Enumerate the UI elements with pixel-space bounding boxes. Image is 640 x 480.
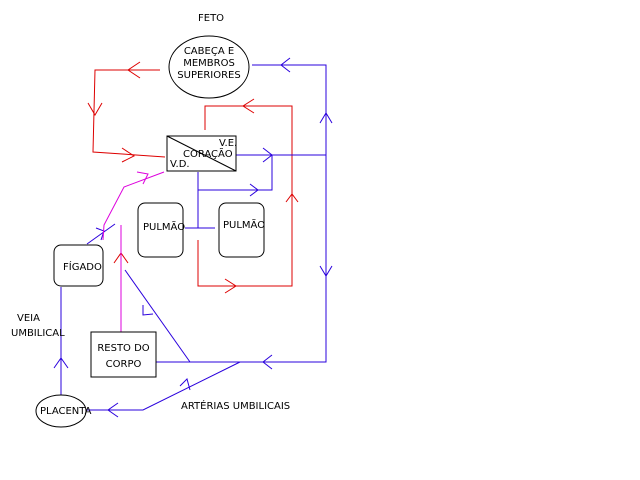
lung-right-node bbox=[218, 202, 265, 258]
diagram-title: FETO bbox=[198, 13, 225, 24]
head-label-line-3: SUPERIORES bbox=[177, 70, 241, 81]
placenta-label: PLACENTA bbox=[40, 406, 92, 417]
red-paths bbox=[92, 69, 293, 332]
blue-head-to-body bbox=[155, 64, 327, 363]
red-arrow-right-up bbox=[285, 193, 299, 203]
head-node bbox=[168, 35, 250, 99]
blue-paths bbox=[60, 64, 327, 411]
blue-arrow-placenta bbox=[107, 402, 119, 418]
body-label-line-2: CORPO bbox=[105, 359, 142, 370]
blue-arrow-right-down bbox=[319, 265, 333, 277]
blue-arrows bbox=[53, 57, 333, 418]
vein-label: VEIA UMBILICAL bbox=[11, 313, 65, 340]
blue-arrow-diagonal bbox=[142, 305, 154, 316]
placenta-node bbox=[35, 394, 87, 428]
red-arrows bbox=[87, 61, 299, 294]
red-arrow-head bbox=[127, 61, 141, 79]
liver-node bbox=[53, 244, 104, 287]
magenta-arrow bbox=[136, 171, 149, 185]
blue-liver-up bbox=[86, 223, 116, 245]
red-arrow-top bbox=[242, 98, 255, 114]
body-label-line-1: RESTO DO bbox=[97, 343, 150, 354]
vein-label-line-2: UMBILICAL bbox=[11, 328, 65, 339]
heart-label: CORAÇÃO bbox=[183, 149, 233, 160]
blue-arrow-arteries bbox=[179, 378, 191, 391]
liver-label: FÍGADO bbox=[63, 262, 102, 273]
magenta-paths bbox=[102, 171, 165, 332]
heart-right-ventricle-label: V.D. bbox=[170, 159, 190, 170]
nodes bbox=[35, 35, 265, 428]
lung-left-node bbox=[137, 202, 184, 258]
blue-arrow-vein bbox=[53, 357, 69, 369]
blue-arrow-heart-out bbox=[262, 147, 273, 163]
lung-left-label: PULMÃO bbox=[143, 222, 186, 233]
head-label: CABEÇA E MEMBROS SUPERIORES bbox=[169, 46, 249, 82]
heart-left-ventricle-label: V.E. bbox=[219, 138, 238, 149]
red-arrow-into-heart bbox=[121, 147, 135, 163]
magenta-liver-to-heart bbox=[102, 171, 165, 241]
blue-arrow-head bbox=[280, 57, 291, 73]
vein-label-line-1: VEIA bbox=[17, 313, 40, 324]
lung-right-label: PULMÃO bbox=[223, 220, 266, 231]
heart-divider bbox=[166, 135, 237, 172]
arteries-label: ARTÉRIAS UMBILICAIS bbox=[181, 401, 291, 412]
body-node bbox=[90, 331, 157, 378]
head-label-line-1: CABEÇA E bbox=[183, 46, 235, 57]
blue-arrow-bottom bbox=[262, 354, 273, 370]
body-label: RESTO DO CORPO bbox=[91, 343, 156, 371]
red-arrow-left-down bbox=[87, 102, 103, 116]
red-aorta-loop bbox=[197, 105, 293, 287]
blue-arrow-to-lungs bbox=[249, 183, 259, 197]
head-label-line-2: MEMBROS bbox=[183, 58, 235, 69]
blue-to-placenta bbox=[87, 361, 241, 411]
red-head-to-heart bbox=[92, 69, 166, 158]
blue-arrow-right-up bbox=[319, 112, 333, 124]
blue-trunk-diagonal bbox=[124, 269, 191, 363]
red-arrow-bottom bbox=[224, 278, 237, 294]
